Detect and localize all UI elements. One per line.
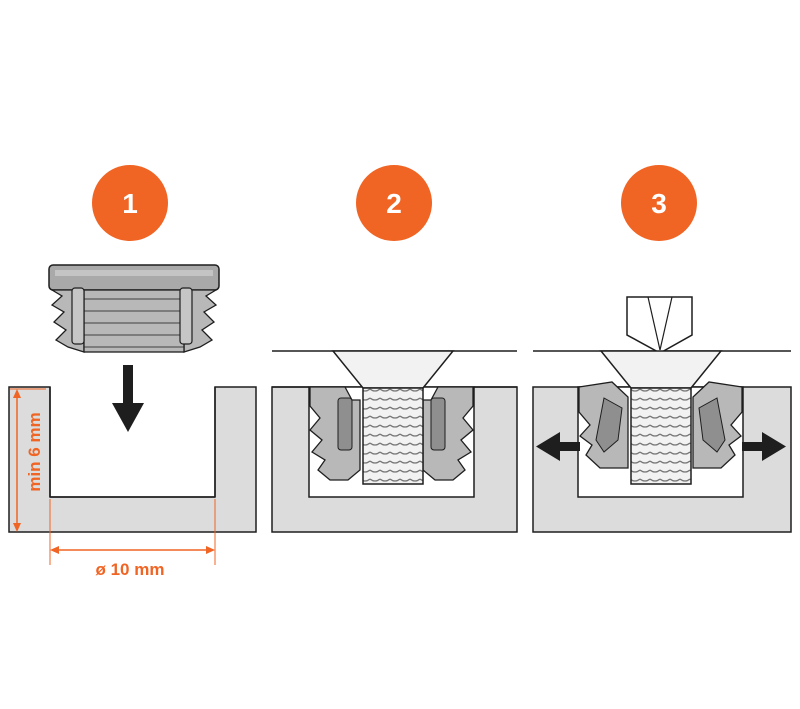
insert-plug (48, 264, 220, 353)
insert-expanded (578, 381, 743, 469)
depth-dimension: min 6 mm (10, 388, 46, 532)
insert-installed (309, 386, 474, 481)
step-1-badge: 1 (92, 165, 168, 241)
diameter-dimension: ø 10 mm (49, 499, 216, 579)
screwdriver (626, 296, 693, 354)
expand-right-arrow (742, 432, 786, 461)
screw-2 (331, 350, 455, 485)
diameter-label: ø 10 mm (96, 560, 165, 579)
step-2-badge: 2 (356, 165, 432, 241)
screw-3 (599, 350, 723, 485)
step-2-number: 2 (386, 188, 402, 219)
insert-down-arrow (112, 365, 144, 432)
step-3-badge: 3 (621, 165, 697, 241)
step-3-number: 3 (651, 188, 667, 219)
expand-left-arrow (536, 432, 580, 461)
depth-label: min 6 mm (25, 412, 44, 491)
step-1-number: 1 (122, 188, 138, 219)
panel-1 (8, 386, 257, 533)
